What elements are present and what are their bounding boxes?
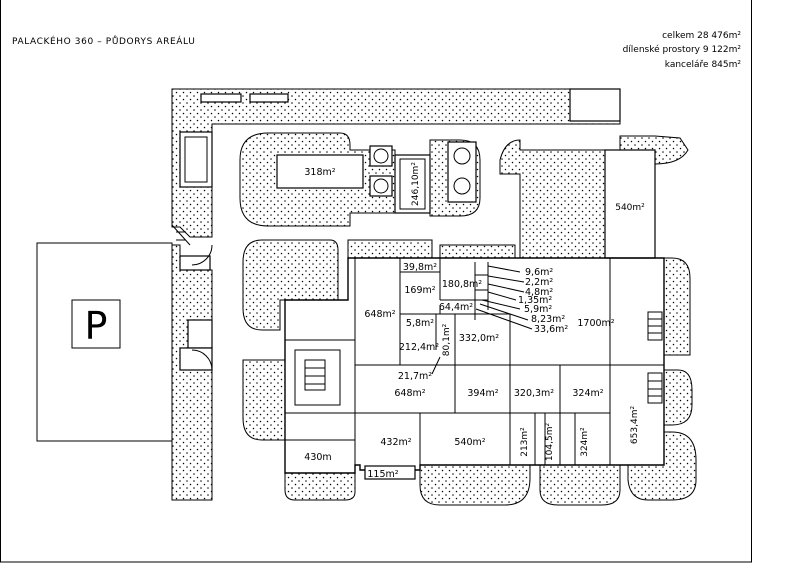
area-labels: 39,8m² 169m² 180,8m² 648m² 5,8m² 64,4m² … <box>304 262 640 480</box>
parking-symbol: P <box>85 304 108 348</box>
area-648-top: 648m² <box>364 309 395 320</box>
area-212-4: 212,4m² <box>399 342 439 353</box>
area-430: 430m <box>304 452 331 463</box>
area-324-a: 324m² <box>572 388 603 399</box>
left-strip-structures <box>171 224 213 371</box>
area-432: 432m² <box>380 437 411 448</box>
building-246 <box>394 154 431 214</box>
area-80-1: 80,1m² <box>442 323 452 356</box>
building-540-top <box>604 149 656 259</box>
area-648-mid: 648m² <box>394 388 425 399</box>
area-5-8: 5,8m² <box>406 318 434 329</box>
area-33-6: 33,6m² <box>534 324 568 335</box>
area-5-9: 5,9m² <box>524 304 552 315</box>
area-540-top: 540m² <box>615 203 645 213</box>
area-21-7: 21,7m² <box>398 371 432 382</box>
building-318 <box>276 154 364 189</box>
drawing-title: PALACKÉHO 360 – PŮDORYS AREÁLU <box>12 35 195 47</box>
area-1-35: 1,35m² <box>518 295 552 306</box>
area-1700: 1700m² <box>577 318 614 329</box>
area-104-5: 104,5m² <box>545 423 555 462</box>
area-39-8: 39,8m² <box>403 262 437 273</box>
area-4-8: 4,8m² <box>525 287 553 298</box>
area-64-4: 64,4m² <box>439 302 473 313</box>
area-9-6: 9,6m² <box>525 267 553 278</box>
area-169: 169m² <box>404 285 435 296</box>
tanks <box>369 141 477 203</box>
stat-total: celkem 28 476m² <box>662 31 741 41</box>
area-318: 318m² <box>304 167 335 178</box>
area-2-2: 2,2m² <box>525 277 553 288</box>
area-246: 246,10m² <box>411 162 421 206</box>
area-653-4: 653,4m² <box>630 406 640 445</box>
area-394: 394m² <box>467 388 498 399</box>
area-320-3: 320,3m² <box>514 388 554 399</box>
area-324-b: 324m² <box>580 427 590 457</box>
stat-offices: kanceláře 845m² <box>665 60 742 70</box>
area-540-mid: 540m² <box>454 437 485 448</box>
area-115: 115m² <box>367 469 398 480</box>
area-332: 332,0m² <box>459 333 499 344</box>
area-213: 213m² <box>520 427 530 457</box>
drawing-frame <box>0 0 752 563</box>
area-180-8: 180,8m² <box>442 279 482 290</box>
area-8-23: 8,23m² <box>531 314 565 325</box>
parking-sign <box>71 299 121 349</box>
top-strip-structures <box>179 88 621 188</box>
parking-lot <box>36 242 173 442</box>
stat-workshops: dílenské prostory 9 122m² <box>623 44 742 55</box>
main-building <box>284 257 665 480</box>
